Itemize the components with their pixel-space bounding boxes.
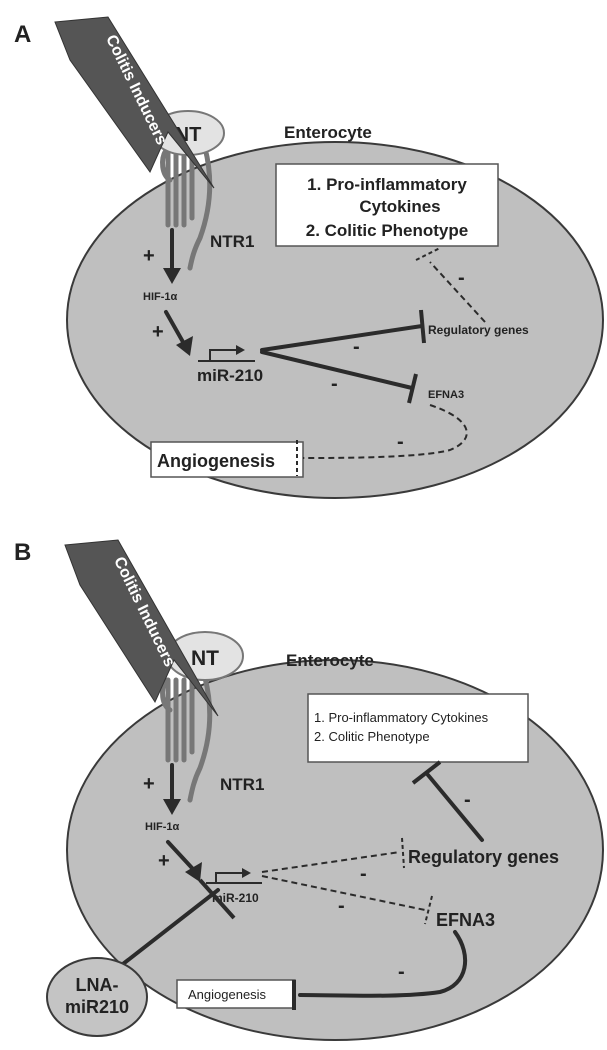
ntr1-label-a: NTR1: [210, 232, 254, 251]
efna3-label-b: EFNA3: [436, 910, 495, 930]
dashed-bar-regulatory-b: [401, 837, 405, 869]
panel-b: B NT Colitis Inducers Enterocyte NTR1 + …: [14, 539, 604, 1041]
dashed-inhibit-efna3-b: [261, 875, 426, 911]
inhibit-efna3-a: [260, 350, 414, 390]
panel-b-label: B: [14, 539, 31, 566]
dashed-efna3-to-angiogenesis-a: [302, 404, 468, 459]
arrow-hif-to-mir-a: [164, 310, 185, 344]
minus-3-a: -: [458, 267, 465, 289]
arrowhead-mir-a: [176, 336, 193, 356]
plus-2-b: +: [158, 850, 170, 872]
dashed-bar-efna3-b: [424, 895, 433, 925]
angiogenesis-box-a: [150, 441, 304, 478]
lna-mir210-label-1: LNA-: [76, 975, 119, 995]
efna3-label-a: EFNA3: [428, 389, 464, 401]
hif-label-a: HIF-1α: [143, 291, 178, 303]
inhibit-angiogenesis-b: [298, 930, 468, 998]
panel-a-label: A: [14, 21, 31, 48]
plus-1-b: +: [143, 773, 155, 795]
outcome-1-label-b: 1. Pro-inflammatory Cytokines: [314, 710, 489, 725]
bar-regulatory-a: [419, 309, 426, 344]
dashed-bar-outcome-a: [415, 247, 441, 261]
angiogenesis-label-b: Angiogenesis: [188, 987, 267, 1002]
regulatory-genes-label-b: Regulatory genes: [408, 847, 559, 867]
plus-2-a: +: [152, 321, 164, 343]
ntr1-label-b: NTR1: [220, 775, 264, 794]
promoter-arrowhead-b: [242, 868, 251, 878]
minus-4-b: -: [398, 961, 405, 983]
promoter-arrow-a: [209, 349, 238, 361]
bar-efna3-a: [407, 373, 418, 404]
bar-outcome-b: [411, 760, 442, 785]
minus-2-a: -: [331, 373, 338, 395]
arrowhead-hif-b: [163, 799, 181, 815]
angiogenesis-label-a: Angiogenesis: [157, 451, 275, 471]
lna-mir210-ellipse: [46, 957, 148, 1037]
hif-label-b: HIF-1α: [145, 821, 180, 833]
outcome-2-label-b: 2. Colitic Phenotype: [314, 729, 430, 744]
enterocyte-label-b: Enterocyte: [286, 651, 374, 670]
plus-1-a: +: [143, 245, 155, 267]
arrowhead-mir-b: [185, 862, 202, 882]
mirna-label-b: miR-210: [212, 891, 259, 905]
lna-mir210-label-2: miR210: [65, 997, 129, 1017]
bar-mirna-b: [198, 878, 236, 920]
outcome-1b-label-a: Cytokines: [359, 197, 440, 216]
promoter-arrowhead-a: [236, 345, 245, 355]
inhibit-outcome-b: [426, 773, 484, 842]
outcome-box-b: [307, 693, 529, 763]
minus-1-a: -: [353, 336, 360, 358]
arrow-hif-to-mir-b: [166, 840, 194, 870]
mirna-label-a: miR-210: [197, 366, 263, 385]
dashed-inhibit-regulatory-b: [261, 851, 401, 873]
regulatory-genes-label-a: Regulatory genes: [428, 323, 529, 337]
outcome-2-label-a: 2. Colitic Phenotype: [306, 221, 468, 240]
inhibit-regulatory-a: [260, 324, 424, 352]
dashed-regulatory-to-outcome-a: [429, 261, 486, 323]
nt-ligand-label-b: NT: [191, 647, 219, 670]
enterocyte-label-a: Enterocyte: [284, 123, 372, 142]
promoter-arrow-b: [215, 872, 244, 883]
colitis-inducers-bolt-b: [64, 539, 219, 717]
panel-a: A NT Colitis Inducers Enterocyte NTR1 + …: [14, 16, 604, 499]
minus-4-a: -: [397, 431, 404, 453]
outcome-1-label-a: 1. Pro-inflammatory: [307, 175, 467, 194]
minus-3-b: -: [464, 789, 471, 811]
outcome-box-a: [275, 163, 499, 247]
colitis-inducers-bolt-a: [54, 16, 215, 189]
minus-1-b: -: [360, 863, 367, 885]
minus-2-b: -: [338, 895, 345, 917]
arrowhead-hif-a: [163, 268, 181, 284]
